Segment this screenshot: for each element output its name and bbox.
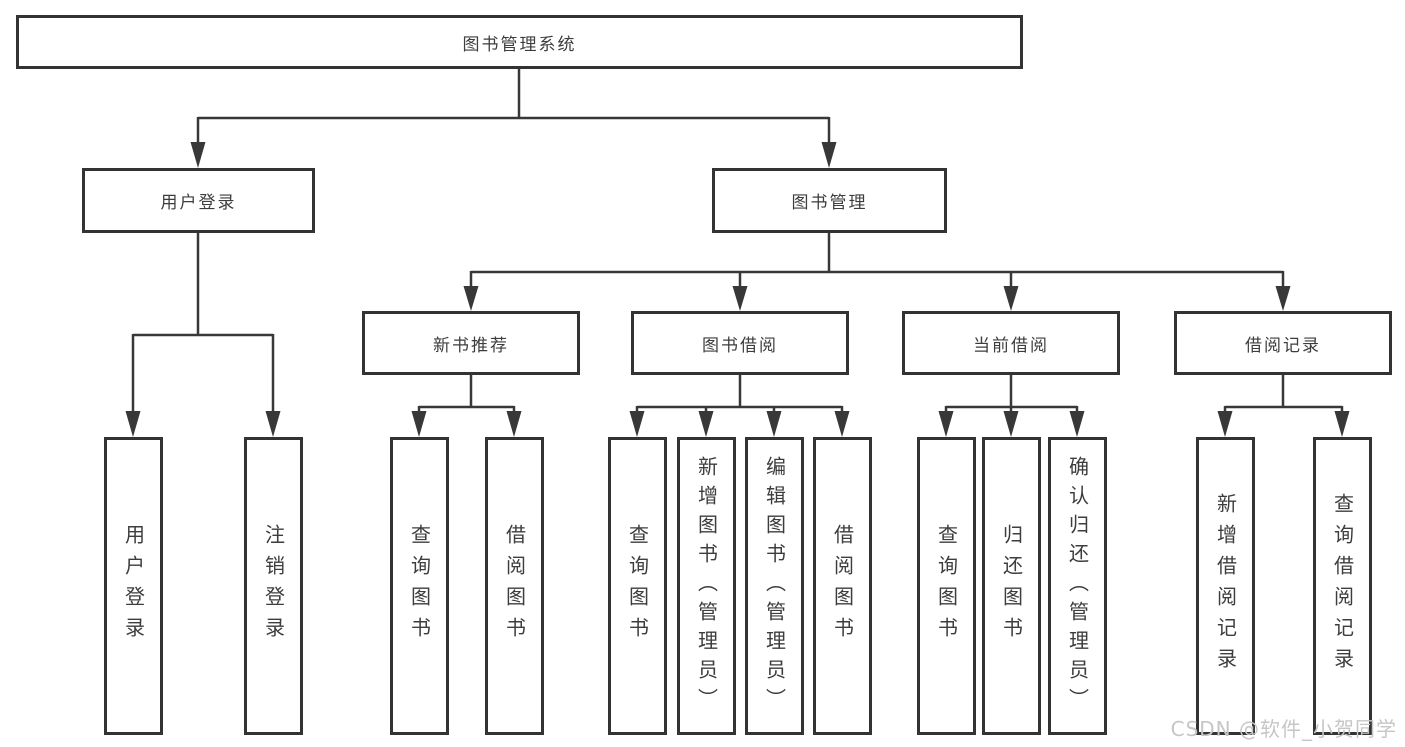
leaf-borrow-books-recommend: 借阅图书 [485, 437, 544, 735]
leaf-query-books-current: 查询图书 [917, 437, 976, 735]
leaf-query-books-recommend: 查询图书 [390, 437, 449, 735]
leaf-user-login: 用户登录 [104, 437, 163, 735]
leaf-query-books-current-label: 查询图书 [934, 524, 959, 648]
leaf-return-books: 归还图书 [982, 437, 1041, 735]
leaf-confirm-return-admin-label: 确认归还（管理员） [1065, 455, 1090, 717]
leaf-borrow-books-label: 借阅图书 [830, 524, 855, 648]
leaf-add-books-admin-label: 新增图书（管理员） [694, 455, 719, 717]
leaf-query-borrow-record-label: 查询借阅记录 [1330, 493, 1355, 679]
node-borrow-records-label: 借阅记录 [1245, 335, 1321, 356]
watermark: CSDN @软件_小贺同学 [1170, 717, 1397, 741]
leaf-query-books-recommend-label: 查询图书 [407, 524, 432, 648]
leaf-borrow-books-recommend-label: 借阅图书 [502, 524, 527, 648]
leaf-edit-books-admin: 编辑图书（管理员） [745, 437, 804, 735]
node-current-borrow-label: 当前借阅 [973, 335, 1049, 356]
node-root: 图书管理系统 [16, 15, 1023, 69]
leaf-query-borrow-record: 查询借阅记录 [1313, 437, 1372, 735]
node-book-management-label: 图书管理 [791, 193, 868, 213]
node-borrow-records: 借阅记录 [1174, 311, 1392, 375]
node-book-borrow: 图书借阅 [631, 311, 849, 375]
leaf-query-books-borrow: 查询图书 [608, 437, 667, 735]
leaf-add-borrow-record: 新增借阅记录 [1196, 437, 1255, 735]
leaf-query-books-borrow-label: 查询图书 [625, 524, 650, 648]
leaf-edit-books-admin-label: 编辑图书（管理员） [762, 455, 787, 717]
leaf-return-books-label: 归还图书 [999, 524, 1024, 648]
leaf-confirm-return-admin: 确认归还（管理员） [1048, 437, 1107, 735]
node-root-label: 图书管理系统 [462, 34, 577, 55]
node-current-borrow: 当前借阅 [902, 311, 1120, 375]
leaf-add-books-admin: 新增图书（管理员） [677, 437, 736, 735]
node-book-borrow-label: 图书借阅 [702, 335, 778, 356]
node-new-book-recommend: 新书推荐 [362, 311, 580, 375]
leaf-borrow-books: 借阅图书 [813, 437, 872, 735]
leaf-user-login-label: 用户登录 [121, 524, 146, 648]
leaf-logout-label: 注销登录 [261, 524, 286, 648]
leaf-logout: 注销登录 [244, 437, 303, 735]
leaf-add-borrow-record-label: 新增借阅记录 [1213, 493, 1238, 679]
node-book-management: 图书管理 [712, 168, 947, 233]
node-user-login-label: 用户登录 [160, 193, 237, 213]
node-new-book-recommend-label: 新书推荐 [433, 335, 509, 356]
node-user-login: 用户登录 [82, 168, 315, 233]
